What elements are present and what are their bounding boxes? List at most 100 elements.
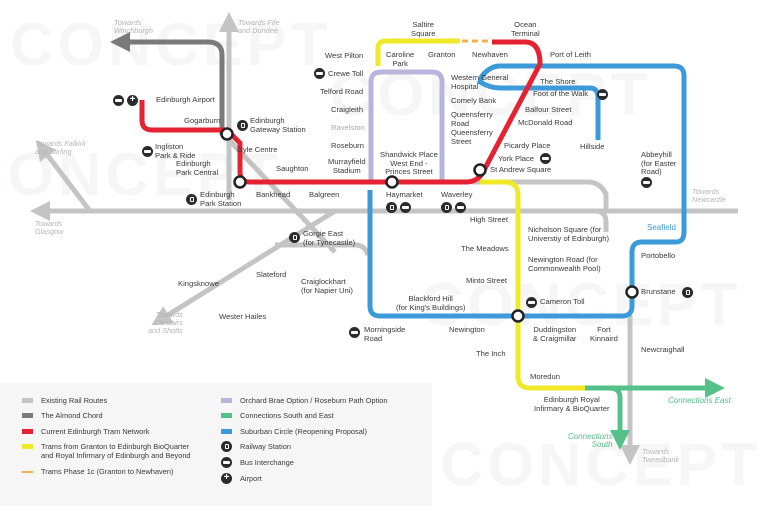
legend-airport: Airport — [221, 472, 262, 484]
legend-label: Orchard Brae Option / Roseburn Path Opti… — [240, 396, 388, 405]
bus-interchange-icon — [142, 146, 153, 157]
swatch — [22, 413, 33, 418]
legend-existing-rail: Existing Rail Routes — [22, 396, 107, 405]
station-balgreen: Balgreen — [309, 190, 340, 199]
legend-connections: Connections South and East — [221, 411, 334, 420]
almond-chord — [110, 32, 225, 135]
station-murrayfield: Murrayfield Stadium — [328, 157, 366, 175]
station-the-inch: The Inch — [476, 349, 506, 358]
station-craiglockhart: Craiglockhart (for Napier Uni) — [301, 277, 353, 295]
station-foot-of-the-walk: Foot of the Walk — [533, 89, 589, 98]
bus-interchange-icon — [314, 68, 325, 79]
station-west-pilton: West Pilton — [325, 51, 364, 60]
station-queensferry-road: Queensferry Road — [451, 110, 493, 128]
station-ingliston: Ingliston Park & Ride — [155, 142, 196, 160]
direction-carstairs: Towards Carstairs and Shotts — [148, 310, 183, 335]
station-abbeyhill: Abbeyhill (for Easter Road) — [641, 150, 677, 176]
station-brunstane: Brunstane — [641, 287, 676, 296]
legend-bus-interchange: Bus Interchange — [221, 457, 294, 468]
railway-station-icon — [386, 202, 397, 213]
railway-station-icon — [441, 202, 452, 213]
station-morningside-road: Morningside Road — [364, 325, 406, 343]
bus-interchange-icon — [349, 327, 360, 338]
station-wester-hailes: Wester Hailes — [219, 312, 267, 321]
seafield-label: Seafield — [647, 223, 676, 232]
station-kingsknowe: Kingsknowe — [178, 279, 219, 288]
station-park-central: Edinburgh Park Central — [176, 159, 219, 177]
station-saughton: Saughton — [276, 164, 309, 173]
station-craigleith: Craigleith — [331, 105, 364, 114]
legend-suburban-circle: Suburban Circle (Reopening Proposal) — [221, 427, 367, 436]
legend-label: Suburban Circle (Reopening Proposal) — [240, 427, 367, 436]
station-shandwick: Shandwick Place West End - Princes Stree… — [380, 150, 438, 176]
station-blackford-hill: Blackford Hill (for King's Buildings) — [396, 294, 466, 312]
station-queensferry-street: Queensferry Street — [451, 128, 493, 146]
station-haymarket: Haymarket — [386, 190, 423, 199]
station-ocean-terminal: Ocean Terminal — [511, 20, 540, 38]
legend-orchard-brae: Orchard Brae Option / Roseburn Path Opti… — [221, 396, 387, 405]
swatch — [22, 398, 33, 403]
station-nicholson-square: Nicholson Square (for Universtiy of Edin… — [528, 225, 610, 243]
station-st-andrew-square: St Andrew Square — [490, 165, 552, 174]
bus-interchange-icon — [641, 177, 652, 188]
station-cameron-toll: Cameron Toll — [540, 297, 585, 306]
station-caroline-park: Caroline Park — [386, 50, 415, 68]
legend-tram-granton: Trams from Granton to Edinburgh BioQuart… — [22, 442, 191, 460]
direction-connections-south: Connections South — [568, 432, 613, 449]
legend-almond-chord: The Almond Chord — [22, 411, 103, 420]
station-granton: Granton — [428, 50, 456, 59]
station-saltire-square: Saltire Square — [411, 20, 436, 38]
station-newington-road: Newington Road (for Commonwealth Pool) — [528, 255, 601, 273]
bus-interchange-icon — [455, 202, 466, 213]
station-york-place: York Place — [498, 154, 535, 163]
station-gateway: Edinburgh Gateway Station — [250, 116, 306, 134]
legend-railway-station: Railway Station — [221, 441, 291, 452]
bus-interchange-icon — [597, 89, 608, 100]
bus-interchange-icon — [113, 95, 124, 106]
swatch — [22, 444, 33, 449]
legend-tram-current: Current Edinburgh Tram Network — [22, 427, 149, 436]
swatch — [22, 429, 33, 434]
legend-label: Current Edinburgh Tram Network — [41, 427, 150, 436]
railway-station-icon — [186, 194, 197, 205]
station-waverley: Waverley — [441, 190, 473, 199]
swatch — [221, 429, 232, 434]
direction-falkirk: Towards Falkirk and Stirling — [35, 139, 86, 156]
station-comely-bank: Comely Bank — [451, 96, 497, 105]
station-roseburn: Roseburn — [331, 141, 364, 150]
station-picardy-place: Picardy Place — [504, 141, 551, 150]
tram-granton-line — [375, 38, 460, 66]
station-duddingston: Duddingston & Craigmillar — [533, 325, 577, 343]
legend-label: Airport — [240, 474, 262, 483]
legend-label: Trams Phase 1c (Granton to Newhaven) — [41, 467, 174, 476]
station-gogarburn: Gogarburn — [184, 116, 221, 125]
legend-label: Connections South and East — [240, 411, 334, 420]
station-moredun: Moredun — [530, 372, 560, 381]
station-mcdonald-road: McDonald Road — [518, 118, 573, 127]
station-minto-street: Minto Street — [466, 276, 507, 285]
station-port-of-leith: Port of Leith — [550, 50, 591, 59]
railway-station-icon — [289, 232, 300, 243]
direction-tweedbank: Towards Tweedbank — [642, 447, 680, 464]
swatch — [22, 471, 33, 473]
suburban-circle-line — [367, 63, 687, 319]
legend-label: The Almond Chord — [41, 411, 103, 420]
legend-label: Railway Station — [240, 442, 291, 451]
swatch — [221, 413, 232, 418]
station-bankhead: Bankhead — [256, 190, 291, 199]
station-park-station: Edinburgh Park Station — [200, 190, 242, 208]
station-newington: Newington — [449, 325, 485, 334]
swatch — [221, 398, 232, 403]
station-crewe-toll: Crewe Toll — [328, 69, 364, 78]
legend-label: Existing Rail Routes — [41, 396, 108, 405]
railway-station-icon — [221, 441, 232, 452]
station-ravelston: Ravelston — [331, 123, 365, 132]
airport-icon — [221, 472, 232, 484]
station-western-general: Western General Hospital — [451, 73, 509, 91]
interchange-markers — [220, 127, 639, 323]
station-the-meadows: The Meadows — [461, 244, 509, 253]
tram-current-line — [139, 39, 543, 185]
station-balfour-street: Balfour Street — [525, 105, 572, 114]
orchard-brae-line — [368, 69, 445, 182]
